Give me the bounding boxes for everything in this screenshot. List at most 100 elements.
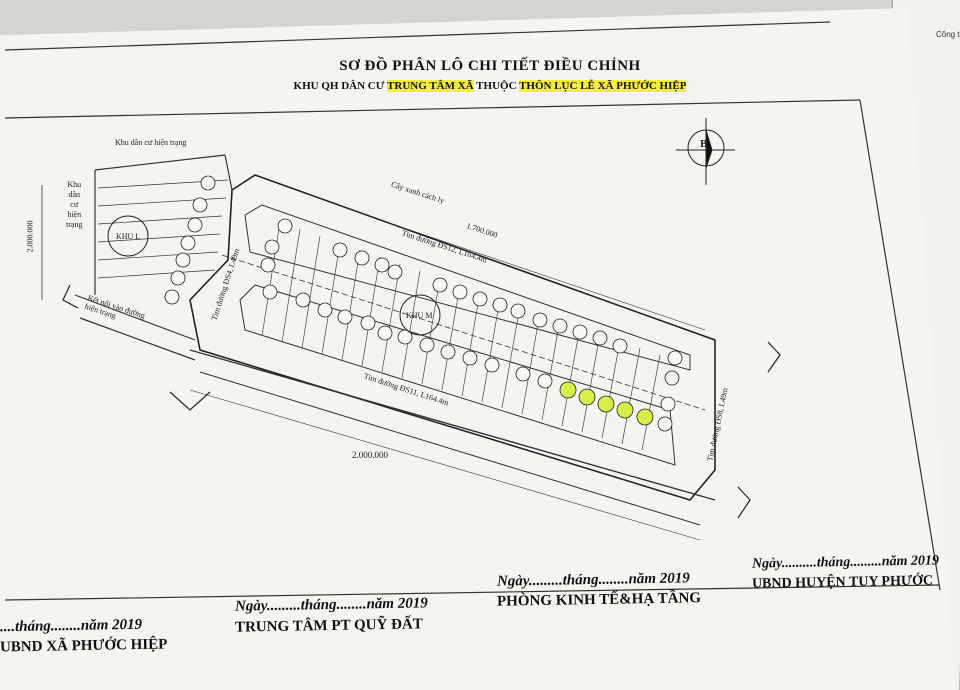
adjacent-sheet-text: Công t: [936, 30, 960, 39]
lot-line: [97, 269, 216, 279]
lot-marker: [277, 218, 293, 234]
dim-line-bottom: [189, 389, 701, 541]
lot-marker: [664, 370, 680, 386]
footer-date-2: Ngày.........tháng........năm 2019: [234, 595, 428, 615]
highlighted-lots: [559, 381, 654, 426]
label-dim-left: 2.000.000: [25, 220, 35, 253]
connector-road-bottom: [79, 317, 196, 361]
lot-marker: [472, 291, 488, 307]
lot-marker: [260, 257, 276, 273]
lot-marker: [510, 303, 526, 319]
footer-org-2: TRUNG TÂM PT QUỸ ĐẤT: [234, 616, 423, 636]
footer-date-1: ....tháng........năm 2019: [0, 616, 143, 636]
lot-line: [97, 251, 219, 261]
lot-marker-highlighted: [616, 401, 634, 419]
block-outline-upper: [244, 204, 691, 371]
lot-marker: [295, 292, 311, 308]
compass-letter: B: [700, 138, 708, 150]
khu-m-zone-circle: [399, 294, 441, 336]
road-edge-bottom: [189, 349, 716, 501]
lot-marker: [337, 309, 353, 325]
label-khu-dan-cu-top: Khu dân cư hiện trạng: [115, 138, 187, 147]
lot-marker: [419, 337, 435, 353]
subtitle-part2: THUỘC: [473, 80, 520, 92]
lot-marker: [515, 366, 531, 382]
footer-org-1: UBND XÃ PHƯỚC HIỆP: [0, 636, 168, 656]
lot-marker: [432, 277, 448, 293]
lot-marker: [572, 324, 588, 340]
lot-marker: [360, 315, 376, 331]
lot-marker-highlighted: [559, 381, 577, 399]
lot-marker: [180, 235, 196, 251]
lot-marker: [612, 338, 628, 354]
map-title: SƠ ĐỒ PHÂN LÔ CHI TIẾT ĐIỀU CHỈNH: [339, 58, 641, 74]
block-outline-lower: [239, 284, 676, 466]
lot-marker: [492, 297, 508, 313]
label-line: trạng: [66, 220, 83, 229]
lot-marker: [354, 250, 370, 266]
lot-marker: [187, 217, 203, 233]
lot-marker: [387, 264, 403, 280]
footer-date-3: Ngày.........tháng........năm 2019: [496, 570, 690, 590]
frame-right-line: [859, 99, 941, 591]
compass: [676, 118, 735, 185]
arrow-left: [62, 284, 79, 309]
lot-marker: [552, 318, 568, 334]
lot-marker: [657, 416, 673, 432]
lot-marker: [262, 284, 278, 300]
lot-marker: [374, 257, 390, 273]
frame-title-underline: [4, 99, 861, 119]
lot-marker: [660, 396, 676, 412]
khu-m-lot-dividers: [261, 221, 661, 451]
road-centerline-ds12: [221, 254, 706, 411]
label-khu-m: KHU M: [406, 311, 433, 320]
lot-marker: [484, 357, 500, 373]
footer-date-4: Ngày..........tháng.........năm 2019: [751, 553, 940, 572]
lot-marker: [200, 175, 216, 191]
khu-l-zone-circle: [107, 215, 149, 257]
lot-marker: [667, 350, 683, 366]
subtitle-highlight2: THÔN LỤC LỄ XÃ PHƯỚC HIỆP: [519, 80, 687, 92]
lot-marker: [332, 242, 348, 258]
label-khu-dan-cu-left: Khu dân cư hiện trạng: [66, 180, 82, 230]
lot-marker-highlighted: [597, 395, 615, 413]
arrow-right-bottom: [737, 486, 751, 519]
dim-line-top: [409, 229, 706, 331]
label-line: Khu: [67, 180, 82, 189]
lot-marker-highlighted: [636, 408, 654, 426]
lot-marker-highlighted: [578, 388, 596, 406]
lot-marker: [317, 302, 333, 318]
lot-marker: [532, 312, 548, 328]
lot-line: [97, 233, 221, 243]
map-subtitle: KHU QH DÂN CƯ TRUNG TÂM XÃ THUỘC THÔN LỤ…: [230, 80, 750, 92]
lot-marker: [377, 325, 393, 341]
label-line: dân: [68, 190, 80, 199]
connector-road-top: [74, 294, 196, 341]
khu-l-right-boundary: [224, 154, 233, 191]
frame-top-line: [4, 21, 831, 51]
label-khu-l: KHU L: [116, 232, 141, 241]
khu-l-top-boundary: [94, 154, 226, 171]
development-outline: [189, 174, 716, 501]
lot-marker: [164, 289, 180, 305]
label-dim-bottom: 2.000.000: [352, 450, 388, 460]
arrow-right-top: [767, 341, 781, 373]
lot-marker: [440, 344, 456, 360]
subtitle-part1: KHU QH DÂN CƯ: [293, 80, 388, 92]
lot-marker: [397, 329, 413, 345]
road-edge-bottom-2: [199, 371, 701, 526]
frame-bottom-line: [4, 584, 941, 601]
subtitle-highlight1: TRUNG TÂM XÃ: [387, 80, 474, 92]
lot-marker: [170, 270, 186, 286]
label-line: cư: [70, 200, 79, 209]
lot-marker: [462, 350, 478, 366]
lot-marker: [537, 373, 553, 389]
map-sheet: [0, 8, 955, 690]
road-arrows: [62, 284, 781, 519]
lot-marker: [452, 284, 468, 300]
lot-line: [97, 215, 223, 225]
arrow-down: [169, 391, 211, 411]
label-line: hiện: [67, 210, 82, 219]
footer-org-3: PHÒNG KINH TẾ&HẠ TẦNG: [496, 590, 702, 610]
